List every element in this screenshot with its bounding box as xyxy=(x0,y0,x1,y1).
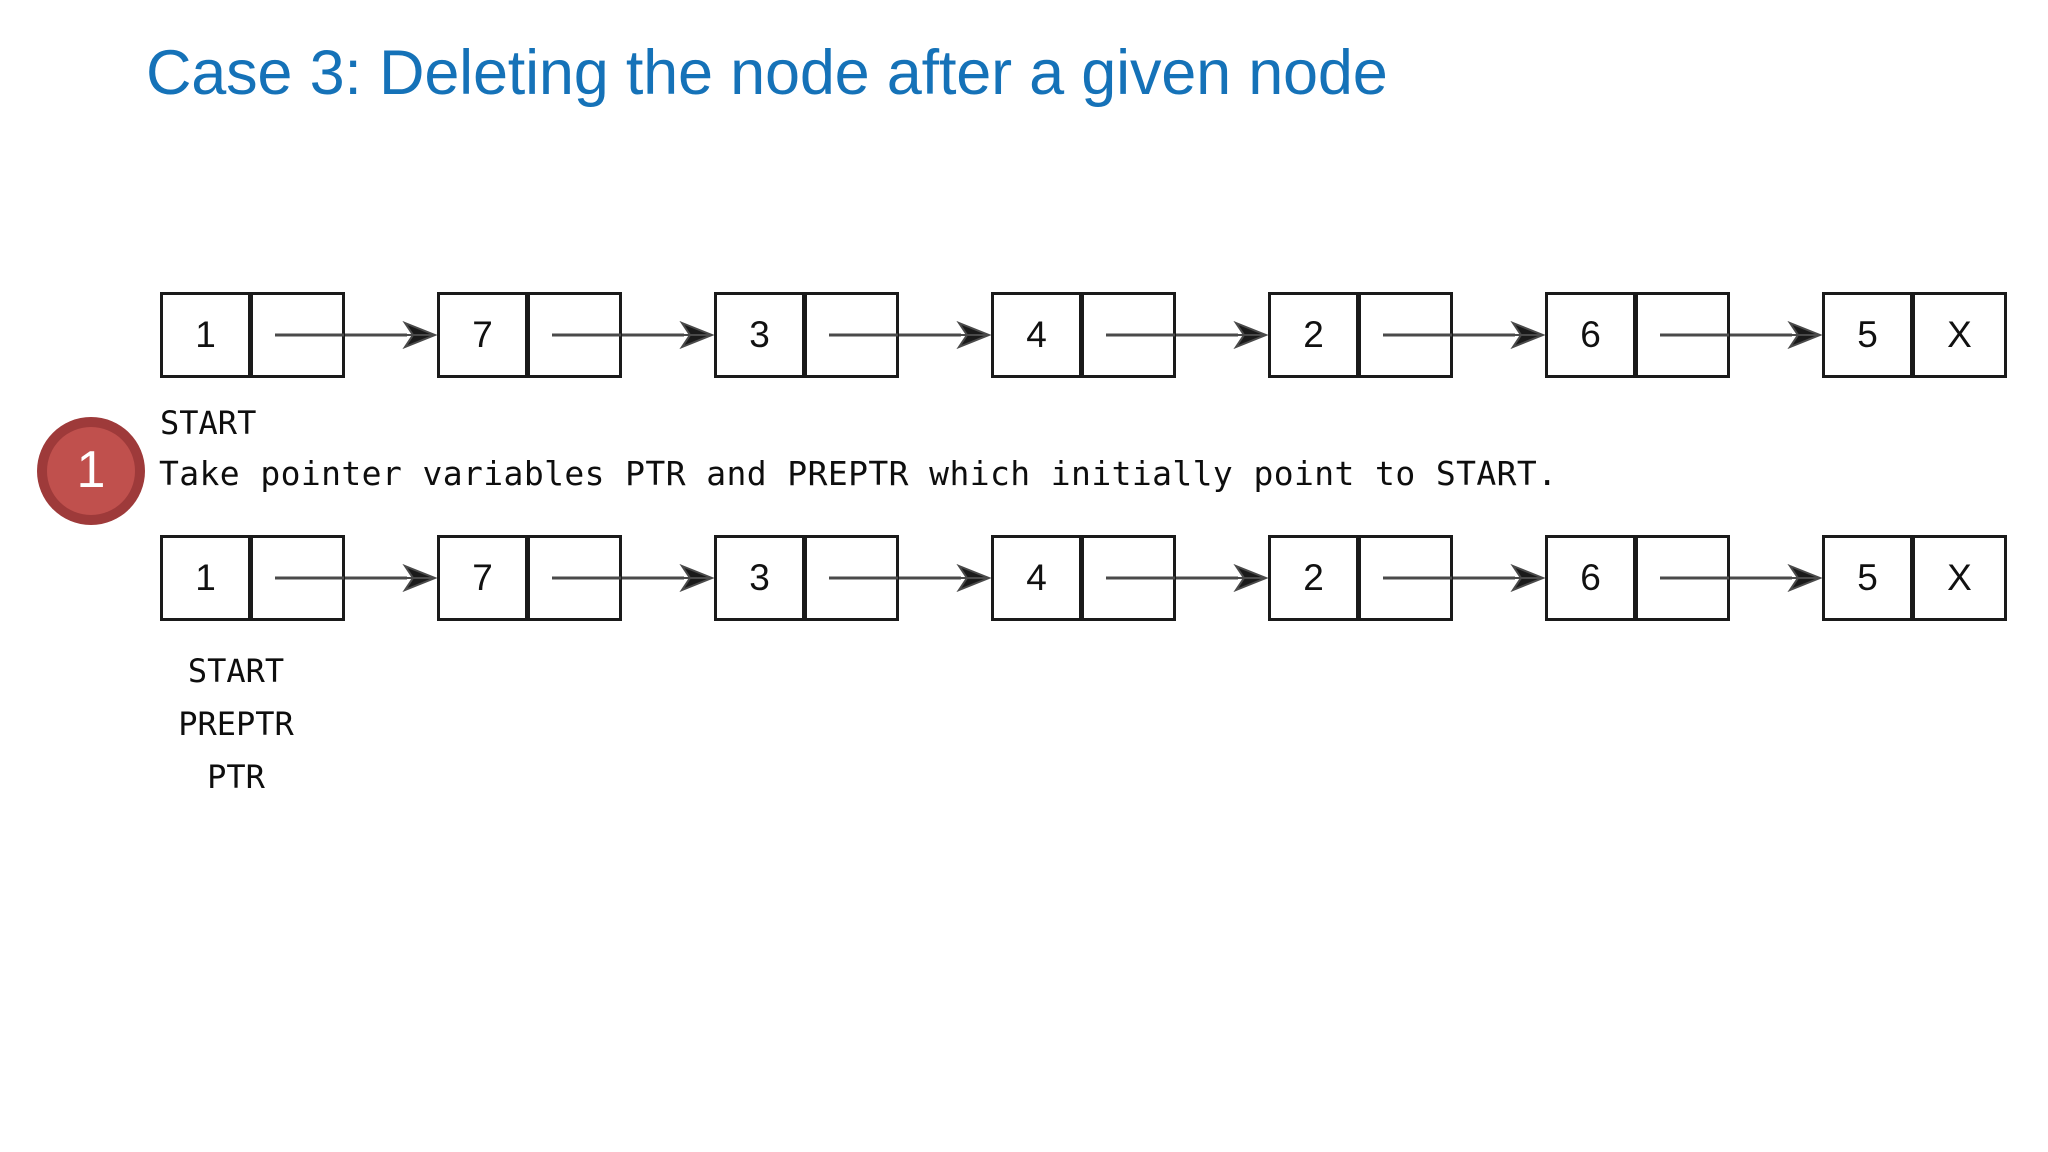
list-node: 3 xyxy=(714,292,899,378)
node-pointer-cell xyxy=(1636,292,1730,378)
node-data-cell: 7 xyxy=(437,535,528,621)
linked-list-row-before: 1 7 3 4 2 xyxy=(160,291,2007,379)
arrow-head-icon xyxy=(1784,321,1822,349)
pointer-stub xyxy=(1361,538,1450,618)
list-connector-arrow xyxy=(899,292,991,378)
list-connector-arrow xyxy=(899,535,991,621)
list-node-tail: 5 X xyxy=(1822,535,2007,621)
pointer-stub xyxy=(530,538,619,618)
node-data-cell: 4 xyxy=(991,292,1082,378)
node-data-cell: 2 xyxy=(1268,292,1359,378)
node-data-cell: 2 xyxy=(1268,535,1359,621)
node-data-cell: 5 xyxy=(1822,292,1913,378)
node-pointer-cell xyxy=(805,292,899,378)
label-preptr: PREPTR xyxy=(178,705,294,743)
list-connector-arrow xyxy=(345,292,437,378)
node-data-cell: 4 xyxy=(991,535,1082,621)
arrow-head-icon xyxy=(1230,564,1268,592)
node-pointer-cell xyxy=(1359,535,1453,621)
node-pointer-cell xyxy=(528,535,622,621)
page-title: Case 3: Deleting the node after a given … xyxy=(146,38,1388,108)
list-node: 7 xyxy=(437,535,622,621)
label-start-row-after: START xyxy=(187,652,285,690)
node-pointer-cell xyxy=(528,292,622,378)
node-data-cell: 6 xyxy=(1545,292,1636,378)
list-node-tail: 5 X xyxy=(1822,292,2007,378)
label-start-row-before: START xyxy=(160,404,257,442)
list-node: 2 xyxy=(1268,535,1453,621)
arrow-head-icon xyxy=(953,321,991,349)
list-node: 3 xyxy=(714,535,899,621)
list-node: 2 xyxy=(1268,292,1453,378)
list-connector-arrow xyxy=(345,535,437,621)
node-data-cell: 1 xyxy=(160,292,251,378)
list-connector-arrow xyxy=(1176,292,1268,378)
node-data-cell: 6 xyxy=(1545,535,1636,621)
list-connector-arrow xyxy=(1176,535,1268,621)
pointer-stub xyxy=(253,295,342,375)
step-number-badge: 1 xyxy=(37,417,145,525)
list-connector-arrow xyxy=(1730,292,1822,378)
pointer-stub xyxy=(1638,538,1727,618)
node-pointer-cell xyxy=(1082,535,1176,621)
node-null-cell: X xyxy=(1913,292,2007,378)
arrow-head-icon xyxy=(399,321,437,349)
node-data-cell: 3 xyxy=(714,292,805,378)
node-pointer-cell xyxy=(251,535,345,621)
list-connector-arrow xyxy=(1730,535,1822,621)
arrow-head-icon xyxy=(953,564,991,592)
list-connector-arrow xyxy=(622,292,714,378)
node-pointer-cell xyxy=(251,292,345,378)
step-instruction-text: Take pointer variables PTR and PREPTR wh… xyxy=(159,454,1558,493)
list-connector-arrow xyxy=(1453,535,1545,621)
pointer-stub xyxy=(1638,295,1727,375)
arrow-head-icon xyxy=(1230,321,1268,349)
node-data-cell: 5 xyxy=(1822,535,1913,621)
list-node: 4 xyxy=(991,292,1176,378)
pointer-stub xyxy=(807,538,896,618)
node-data-cell: 7 xyxy=(437,292,528,378)
linked-list-row-after: 1 7 3 4 2 xyxy=(160,534,2007,622)
node-pointer-cell xyxy=(805,535,899,621)
pointer-stub xyxy=(1361,295,1450,375)
list-node: 1 xyxy=(160,535,345,621)
list-connector-arrow xyxy=(622,535,714,621)
pointer-stub xyxy=(253,538,342,618)
arrow-head-icon xyxy=(676,564,714,592)
pointer-stub xyxy=(1084,538,1173,618)
list-node: 6 xyxy=(1545,535,1730,621)
pointer-stub xyxy=(1084,295,1173,375)
list-connector-arrow xyxy=(1453,292,1545,378)
arrow-head-icon xyxy=(1784,564,1822,592)
node-null-cell: X xyxy=(1913,535,2007,621)
label-ptr: PTR xyxy=(207,758,265,796)
node-pointer-cell xyxy=(1082,292,1176,378)
arrow-head-icon xyxy=(1507,564,1545,592)
pointer-stub xyxy=(807,295,896,375)
list-node: 6 xyxy=(1545,292,1730,378)
node-data-cell: 3 xyxy=(714,535,805,621)
list-node: 4 xyxy=(991,535,1176,621)
arrow-head-icon xyxy=(676,321,714,349)
arrow-head-icon xyxy=(1507,321,1545,349)
pointer-label-stack: START PREPTR PTR xyxy=(118,645,354,804)
list-node: 1 xyxy=(160,292,345,378)
list-node: 7 xyxy=(437,292,622,378)
node-pointer-cell xyxy=(1636,535,1730,621)
node-pointer-cell xyxy=(1359,292,1453,378)
step-number-value: 1 xyxy=(47,427,135,515)
arrow-head-icon xyxy=(399,564,437,592)
node-data-cell: 1 xyxy=(160,535,251,621)
pointer-stub xyxy=(530,295,619,375)
